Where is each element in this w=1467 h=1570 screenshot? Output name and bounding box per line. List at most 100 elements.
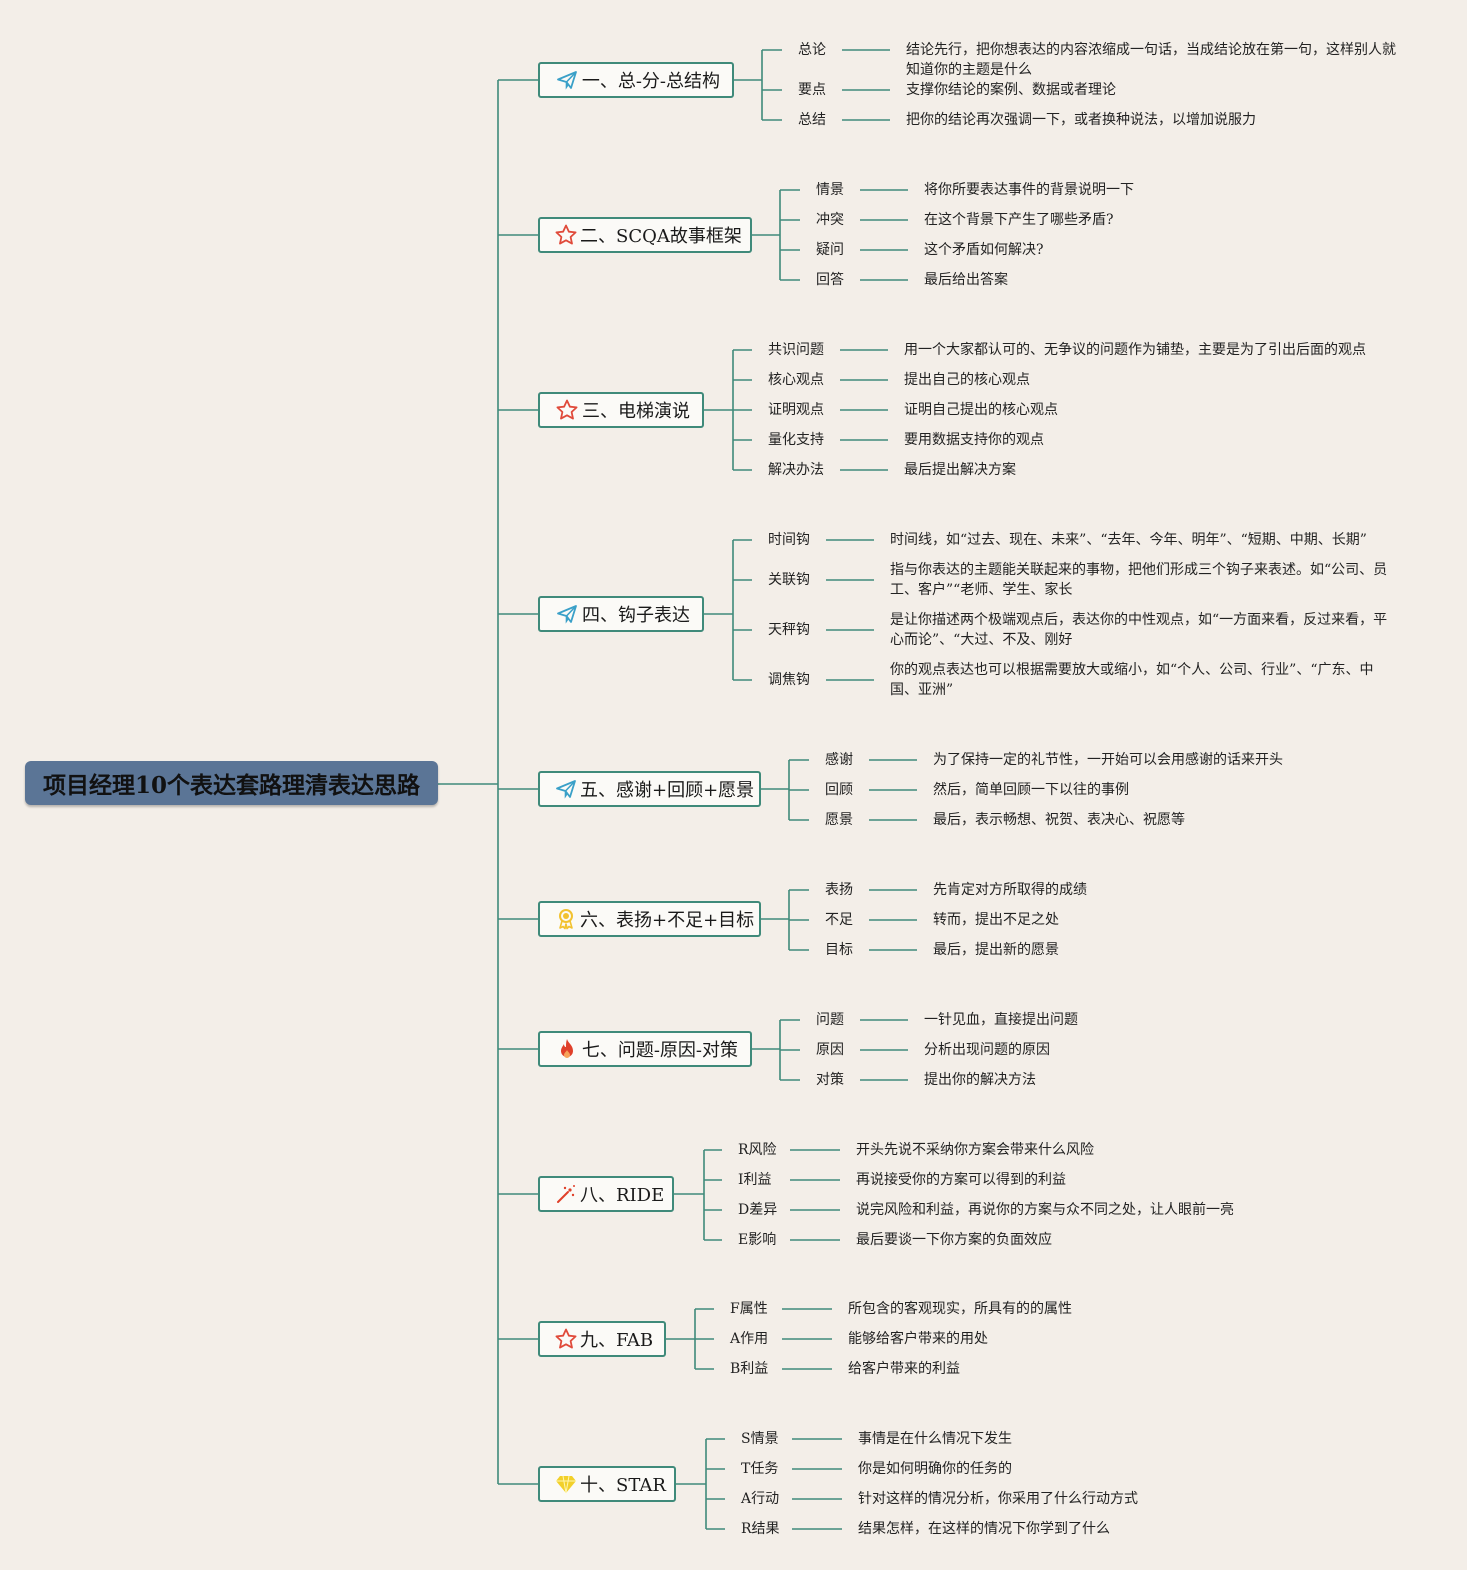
subtopic-description: 是让你描述两个极端观点后，表达你的中性观点，如“一方面来看，反过来看，平心而论”…: [890, 612, 1388, 648]
root-topic[interactable]: 项目经理10个表达套路理清表达思路: [25, 761, 438, 805]
branch-topic-label: 六、表扬+不足+目标: [580, 910, 755, 931]
subtopic-description: 最后给出答案: [924, 272, 1008, 288]
paper-plane-icon: [554, 602, 580, 626]
subtopic-label[interactable]: A行动: [741, 1491, 780, 1507]
branch-topic-label: 三、电梯演说: [582, 401, 690, 422]
subtopic-label[interactable]: D差异: [738, 1202, 778, 1218]
subtopic-label[interactable]: 疑问: [816, 242, 844, 258]
paper-plane-icon: [554, 777, 578, 801]
subtopic-label[interactable]: 不足: [825, 912, 853, 928]
branch-topic-6[interactable]: 六、表扬+不足+目标: [538, 901, 761, 937]
subtopic-description: 证明自己提出的核心观点: [904, 402, 1058, 418]
subtopic-description: 你是如何明确你的任务的: [858, 1461, 1012, 1477]
subtopic-label[interactable]: 共识问题: [768, 342, 824, 358]
subtopic-description: 最后，表示畅想、祝贺、表决心、祝愿等: [933, 812, 1185, 828]
subtopic-description: 针对这样的情况分析，你采用了什么行动方式: [858, 1491, 1138, 1507]
subtopic-label[interactable]: 冲突: [816, 212, 844, 228]
subtopic-label[interactable]: B利益: [730, 1361, 769, 1377]
subtopic-description: 在这个背景下产生了哪些矛盾?: [924, 212, 1114, 228]
branch-topic-4[interactable]: 四、钩子表达: [538, 596, 704, 632]
subtopic-label[interactable]: I利益: [738, 1172, 772, 1188]
subtopic-label[interactable]: 回答: [816, 272, 844, 288]
branch-topic-label: 四、钩子表达: [582, 605, 690, 626]
branch-topic-label: 二、SCQA故事框架: [580, 226, 742, 247]
branch-topic-8[interactable]: 八、RIDE: [538, 1176, 674, 1212]
subtopic-label[interactable]: 核心观点: [768, 372, 824, 388]
subtopic-label[interactable]: 对策: [816, 1072, 844, 1088]
subtopic-description: 最后，提出新的愿景: [933, 942, 1059, 958]
branch-topic-label: 一、总-分-总结构: [581, 71, 720, 92]
subtopic-description: 这个矛盾如何解决?: [924, 242, 1044, 258]
subtopic-label[interactable]: 证明观点: [768, 402, 824, 418]
branch-topic-1[interactable]: 一、总-分-总结构: [538, 62, 734, 98]
star-icon: [554, 398, 580, 422]
subtopic-label[interactable]: S情景: [741, 1431, 779, 1447]
subtopic-description: 转而，提出不足之处: [933, 912, 1059, 928]
branch-topic-5[interactable]: 五、感谢+回顾+愿景: [538, 771, 761, 807]
subtopic-description: 分析出现问题的原因: [924, 1042, 1050, 1058]
subtopic-label[interactable]: 总论: [798, 42, 826, 58]
subtopic-description: 为了保持一定的礼节性，一开始可以会用感谢的话来开头: [933, 752, 1283, 768]
subtopic-label[interactable]: 总结: [798, 112, 826, 128]
subtopic-description: 所包含的客观现实，所具有的的属性: [848, 1301, 1072, 1317]
subtopic-description: 事情是在什么情况下发生: [858, 1431, 1012, 1447]
branch-topic-label: 九、FAB: [580, 1330, 654, 1351]
subtopic-description: 最后要谈一下你方案的负面效应: [856, 1232, 1052, 1248]
subtopic-label[interactable]: 调焦钩: [768, 672, 810, 688]
subtopic-description: 结果怎样，在这样的情况下你学到了什么: [858, 1521, 1110, 1537]
subtopic-label[interactable]: 天秤钩: [768, 622, 810, 638]
root-topic-label: 项目经理10个表达套路理清表达思路: [42, 772, 420, 799]
subtopic-description: 然后，简单回顾一下以往的事例: [933, 782, 1129, 798]
subtopic-description: 一针见血，直接提出问题: [924, 1012, 1078, 1028]
subtopic-description: 支撑你结论的案例、数据或者理论: [906, 82, 1116, 98]
subtopic-label[interactable]: 关联钩: [768, 572, 810, 588]
branch-topic-2[interactable]: 二、SCQA故事框架: [538, 217, 752, 253]
subtopic-label[interactable]: 回顾: [825, 782, 853, 798]
subtopic-description: 再说接受你的方案可以得到的利益: [856, 1172, 1066, 1188]
subtopic-description: 时间线，如“过去、现在、未来”、“去年、今年、明年”、“短期、中期、长期”: [890, 532, 1367, 548]
subtopic-label[interactable]: 问题: [816, 1012, 844, 1028]
branch-topic-7[interactable]: 七、问题-原因-对策: [538, 1031, 752, 1067]
branch-topic-label: 五、感谢+回顾+愿景: [580, 780, 755, 801]
subtopic-label[interactable]: R结果: [741, 1521, 780, 1537]
subtopic-description: 把你的结论再次强调一下，或者换种说法，以增加说服力: [906, 112, 1256, 128]
subtopic-label[interactable]: T任务: [741, 1461, 779, 1477]
subtopic-label[interactable]: A作用: [730, 1331, 769, 1347]
sparkle-icon: [554, 1182, 578, 1206]
subtopic-label[interactable]: 表扬: [825, 882, 853, 898]
star-icon: [554, 1327, 578, 1351]
subtopic-label[interactable]: 量化支持: [768, 432, 824, 448]
gem-icon: [554, 1472, 578, 1496]
subtopic-description: 结论先行，把你想表达的内容浓缩成一句话，当成结论放在第一句，这样别人就知道你的主…: [906, 42, 1396, 78]
subtopic-description: 开头先说不采纳你方案会带来什么风险: [856, 1142, 1094, 1158]
subtopic-label[interactable]: 时间钩: [768, 532, 810, 548]
star-icon: [554, 223, 578, 247]
subtopic-description: 将你所要表达事件的背景说明一下: [924, 182, 1134, 198]
subtopic-description: 指与你表达的主题能关联起来的事物，把他们形成三个钩子来表述。如“公司、员工、客户…: [890, 562, 1388, 598]
branch-topic-label: 十、STAR: [580, 1475, 666, 1496]
subtopic-label[interactable]: F属性: [730, 1301, 768, 1317]
subtopic-label[interactable]: 目标: [825, 942, 853, 958]
subtopic-description: 你的观点表达也可以根据需要放大或缩小，如“个人、公司、行业”、“广东、中国、亚洲…: [890, 662, 1374, 698]
award-badge-icon: [554, 907, 578, 931]
subtopic-description: 要用数据支持你的观点: [904, 432, 1044, 448]
subtopic-label[interactable]: 解决办法: [768, 462, 824, 478]
subtopic-label[interactable]: 原因: [816, 1042, 844, 1058]
subtopic-label[interactable]: 要点: [798, 82, 826, 98]
branch-topic-9[interactable]: 九、FAB: [538, 1321, 666, 1357]
subtopic-description: 提出自己的核心观点: [904, 372, 1030, 388]
subtopic-description: 先肯定对方所取得的成绩: [933, 882, 1087, 898]
subtopic-label[interactable]: 愿景: [825, 812, 853, 828]
branch-topic-label: 七、问题-原因-对策: [581, 1040, 738, 1061]
subtopic-description: 最后提出解决方案: [904, 462, 1016, 478]
branch-topic-10[interactable]: 十、STAR: [538, 1466, 676, 1502]
branch-topic-3[interactable]: 三、电梯演说: [538, 392, 704, 428]
subtopic-description: 说完风险和利益，再说你的方案与众不同之处，让人眼前一亮: [856, 1202, 1234, 1218]
subtopic-label[interactable]: E影响: [738, 1232, 777, 1248]
subtopic-label[interactable]: 情景: [816, 182, 844, 198]
subtopic-description: 给客户带来的利益: [848, 1361, 960, 1377]
subtopic-label[interactable]: R风险: [738, 1142, 777, 1158]
subtopic-description: 提出你的解决方法: [924, 1072, 1036, 1088]
subtopic-label[interactable]: 感谢: [825, 752, 853, 768]
